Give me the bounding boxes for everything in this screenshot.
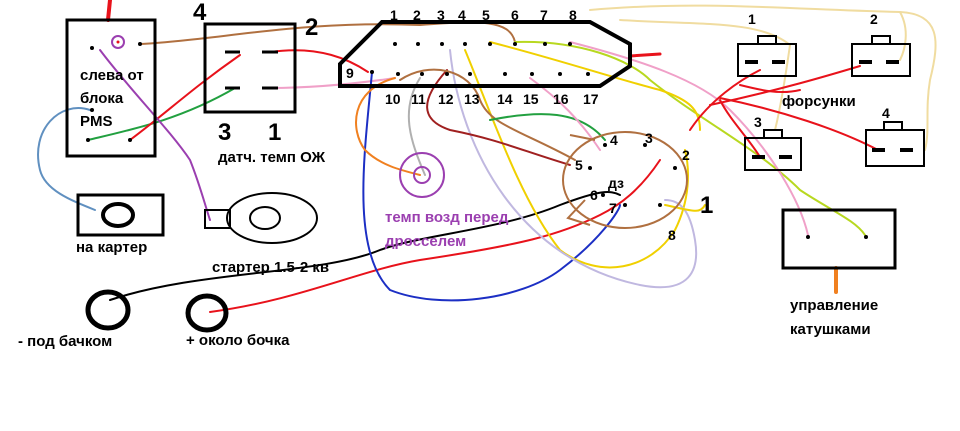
injector-3-number: 3 (754, 114, 762, 130)
wire-red-inj-e (739, 84, 801, 94)
crankcase-connector (76, 193, 165, 237)
conn-pin-11: 11 (411, 91, 426, 107)
wire-blue (362, 71, 621, 302)
wire-lime (514, 40, 866, 236)
conn-pin-7: 7 (540, 7, 548, 23)
wire-beige-4 (774, 44, 791, 131)
wire-red-battery (209, 159, 661, 313)
dist-pin-6: 6 (590, 187, 598, 203)
injector-1: 1 (737, 11, 797, 77)
coolant-sensor-label: датч. темп ОЖ (218, 149, 326, 166)
conn-pin-6: 6 (511, 7, 519, 23)
wire-black-ground (109, 191, 621, 301)
wire-brown-12 (399, 68, 576, 161)
dist-pin-8: 8 (668, 227, 676, 243)
injectors-label: форсунки (782, 93, 856, 110)
injector-2-number: 2 (870, 11, 878, 27)
wire-beige-2 (619, 19, 791, 46)
conn-pin-13: 13 (464, 91, 480, 107)
wire-lavender (449, 49, 698, 289)
conn-pin-17: 17 (583, 91, 599, 107)
conn-pin-2: 2 (413, 7, 421, 23)
conn-pin-1: 1 (390, 7, 398, 23)
wire-orange (355, 77, 421, 176)
relay-pin-1: 1 (268, 119, 281, 146)
injector-3: 3 (744, 114, 802, 171)
dist-pin-4: 4 (610, 132, 618, 148)
conn-pin-9: 9 (346, 65, 354, 81)
wire-red-pms-top (106, 0, 112, 22)
conn-pin-14: 14 (497, 91, 513, 107)
wire-red-inj-c (719, 99, 761, 158)
distributor-label: дз (608, 175, 624, 191)
positive-terminal (185, 293, 229, 333)
dist-pin-2: 2 (682, 147, 690, 163)
wire-red-conn (628, 52, 662, 58)
wire-yellow-dist1 (664, 204, 706, 212)
wire-red-inj-d (719, 97, 879, 151)
wire-beige-3 (899, 11, 907, 61)
conn-pin-5: 5 (482, 7, 490, 23)
conn-pin-12: 12 (438, 91, 454, 107)
wire-green-dist (489, 113, 606, 141)
coil-control-block (781, 208, 897, 270)
injector-2: 2 (851, 11, 911, 77)
dist-pin-7: 7 (609, 200, 617, 216)
wire-yellow-inj (489, 41, 701, 131)
wire-red-relay-9 (269, 49, 369, 73)
relay-pin-3: 3 (218, 119, 231, 146)
crankcase-label: на картер (76, 239, 147, 256)
wire-yellow (464, 49, 689, 269)
air-temp-sensor (399, 152, 445, 198)
ecu-connector (338, 20, 632, 88)
wire-purple-starter (99, 49, 211, 221)
wire-pink-relay (269, 77, 396, 89)
injector-1-number: 1 (748, 11, 756, 27)
conn-pin-10: 10 (385, 91, 401, 107)
conn-pin-15: 15 (523, 91, 539, 107)
air-temp-label-line2: дросселем (385, 233, 466, 250)
pms-label-line2: блока (80, 90, 124, 107)
wire-darkred (426, 69, 571, 166)
pms-label-line3: PMS (80, 113, 113, 130)
conn-pin-16: 16 (553, 91, 569, 107)
wire-red-inj-a (689, 69, 761, 131)
wire-beige (589, 4, 937, 151)
air-temp-label-line1: темп возд перед (385, 209, 509, 226)
wire-red-pms-relay (129, 54, 241, 141)
positive-terminal-label: + около бочка (186, 332, 290, 349)
dist-pin-5: 5 (575, 157, 583, 173)
relay-pin-4: 4 (193, 0, 207, 26)
negative-terminal (85, 289, 131, 331)
dist-pin-3: 3 (645, 130, 653, 146)
connector-top-pin-labels: 1 2 3 4 5 6 7 8 (390, 7, 577, 23)
connector-bottom-pin-labels: 9 10 11 12 13 14 15 16 17 (346, 65, 599, 107)
pms-block: слева от блока PMS (65, 18, 157, 158)
conn-pin-8: 8 (569, 7, 577, 23)
conn-pin-3: 3 (437, 7, 445, 23)
negative-terminal-label: - под бачком (18, 333, 112, 350)
dist-pin-1: 1 (700, 192, 713, 219)
coil-label-line1: управление (790, 297, 878, 314)
starter-symbol (204, 192, 318, 244)
pms-label-line1: слева от (80, 67, 144, 84)
coil-label-line2: катушками (790, 321, 871, 338)
conn-pin-4: 4 (458, 7, 466, 23)
wire-gray (407, 77, 426, 176)
relay-pin-2: 2 (305, 14, 318, 41)
distributor: 4 3 5 2 6 7 8 1 дз (562, 130, 713, 243)
injector-4-number: 4 (882, 105, 890, 121)
starter-label: стартер 1.5-2 кв (212, 259, 329, 276)
injector-4: 4 (865, 105, 925, 167)
relay: 4 2 3 1 (193, 0, 318, 146)
wire-green-pms-relay (87, 87, 236, 141)
